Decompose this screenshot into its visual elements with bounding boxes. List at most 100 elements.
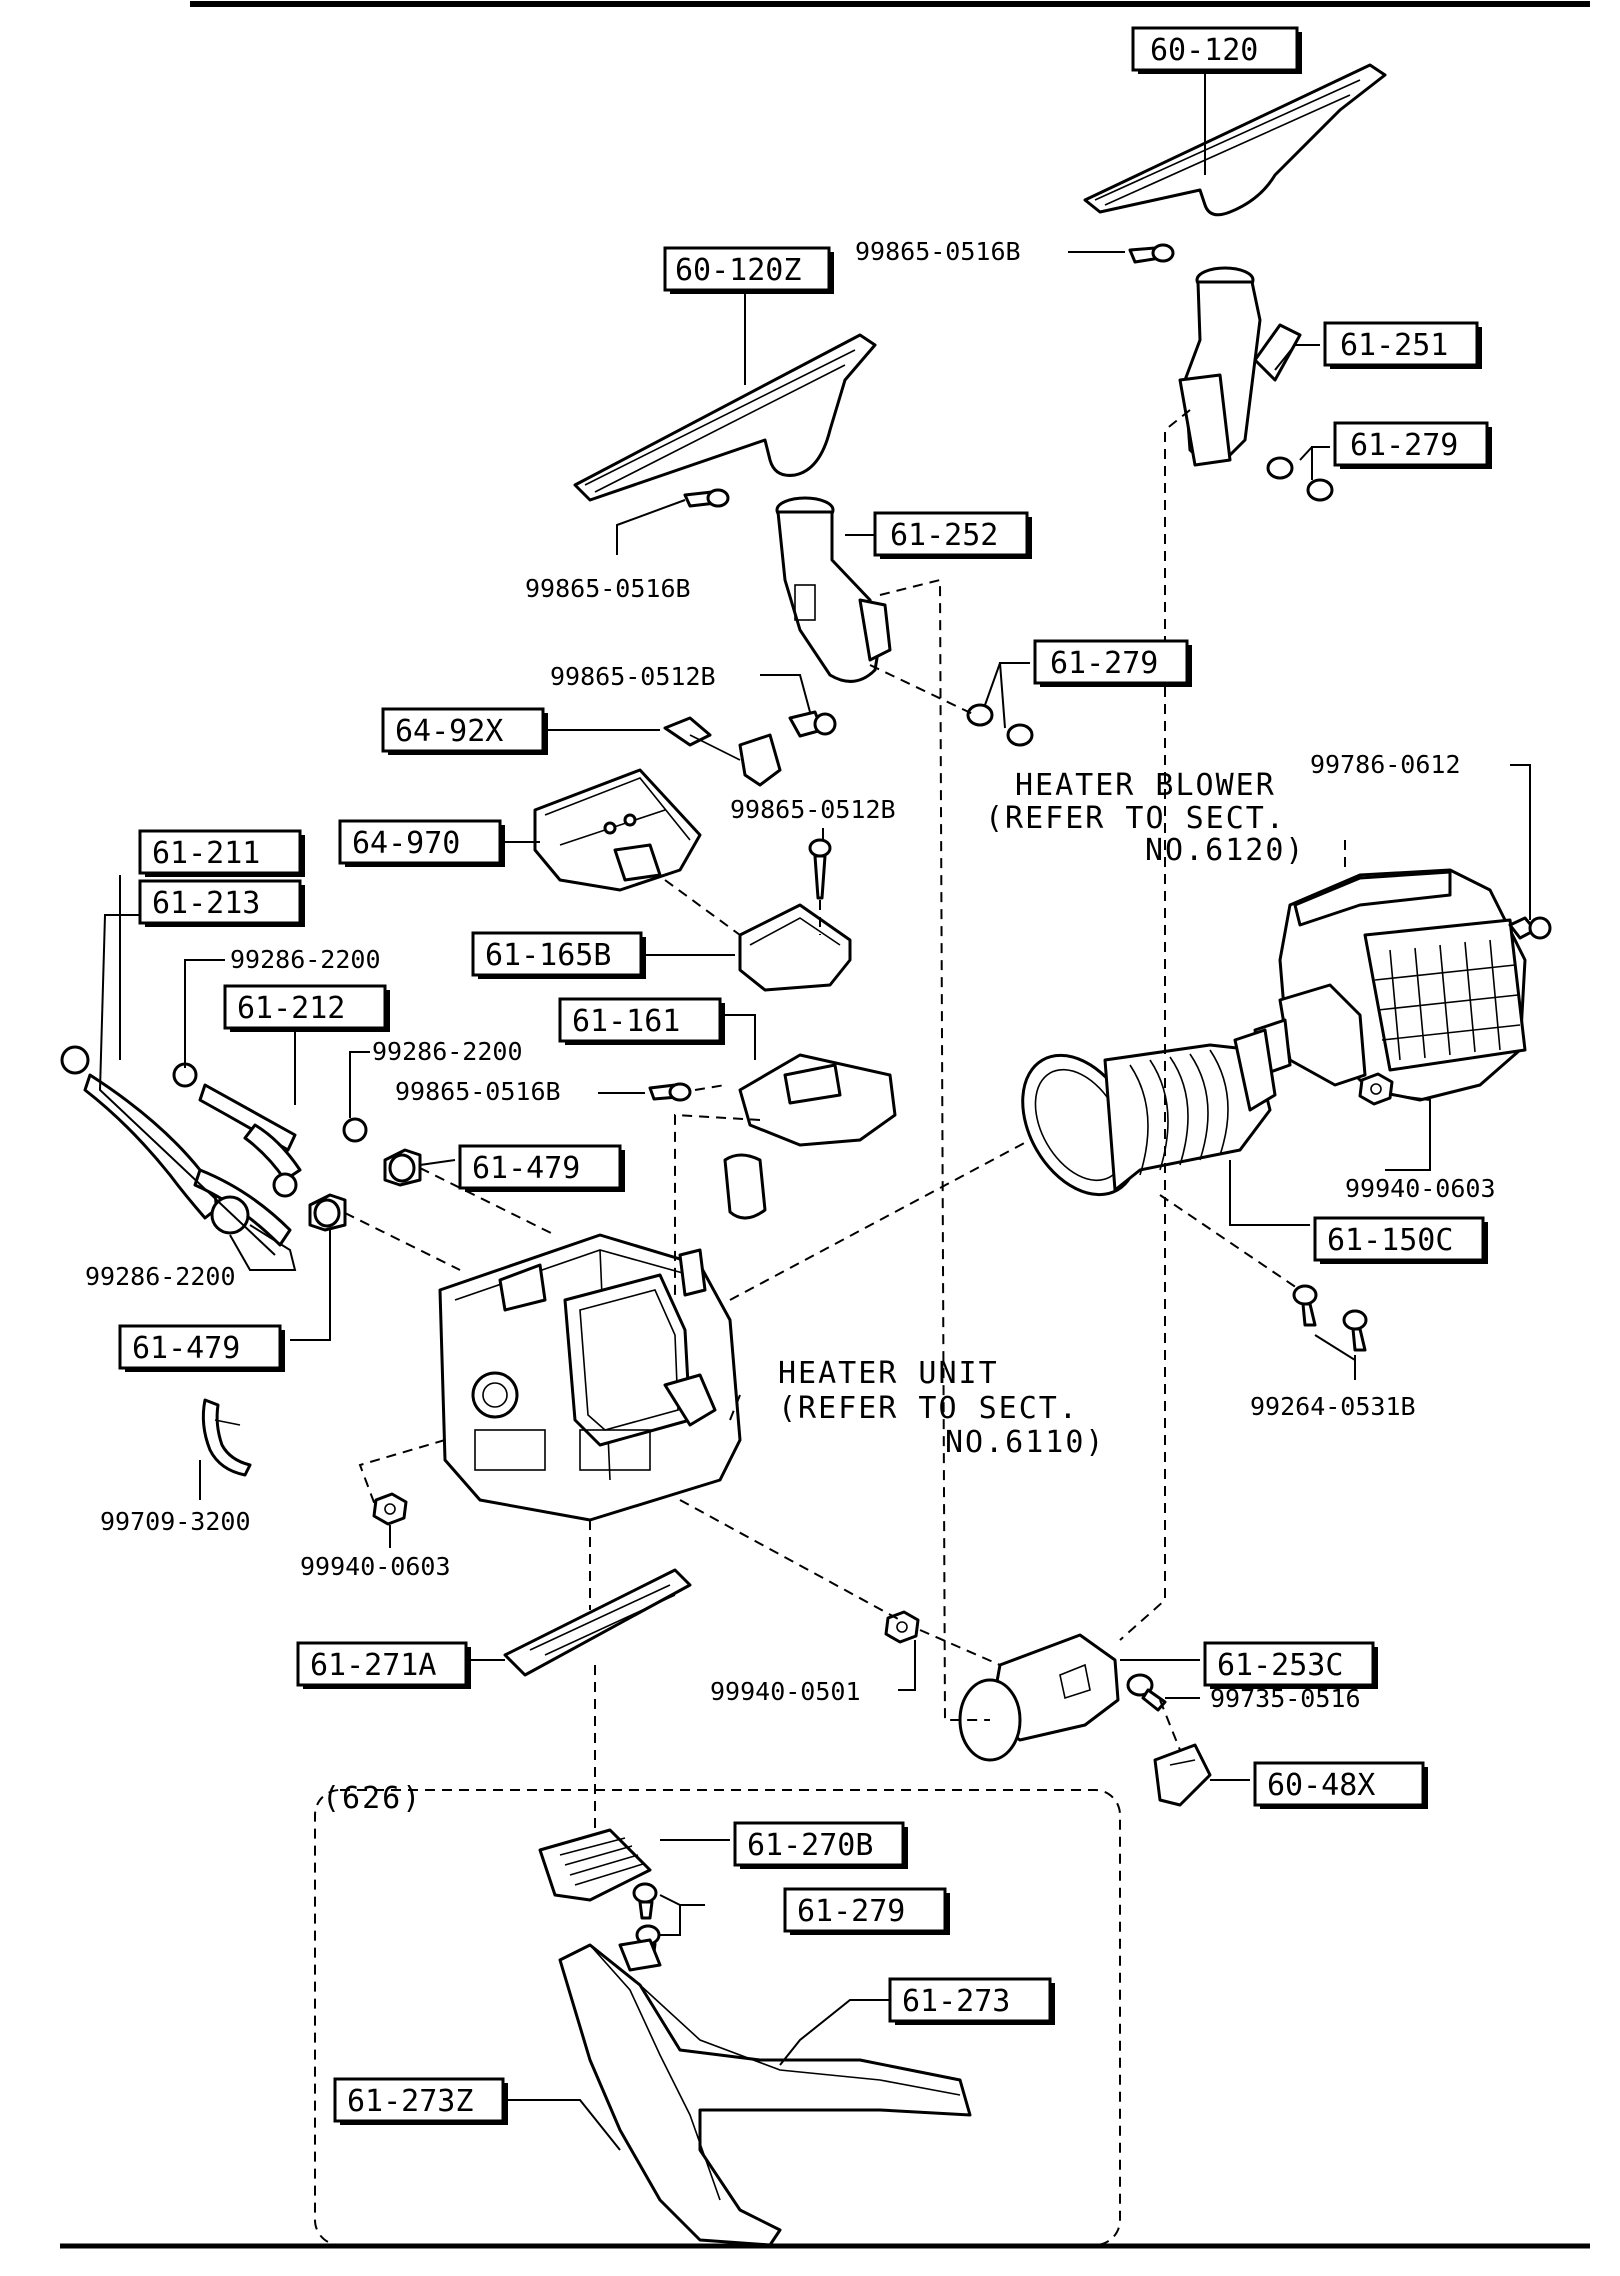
vent-panel-drawing (503, 1568, 692, 1677)
part-number-label: 61-270B (747, 1828, 873, 1863)
part-number-label: 61-279 (1050, 646, 1158, 681)
leader-lines (98, 70, 1531, 2151)
defroster-nozzle-left-drawing (573, 333, 877, 502)
part-box-61-161: 61-161 (558, 997, 725, 1045)
part-box-64-92x: 64-92X (381, 707, 548, 755)
blower-nut (1358, 1072, 1394, 1106)
part-box-61-253c: 61-253C (1203, 1641, 1378, 1689)
bellows-duct-drawing (1021, 1028, 1277, 1197)
screw-middle (648, 1082, 692, 1102)
part-box-61-479-upper: 61-479 (458, 1144, 625, 1192)
part-number-label: 61-211 (152, 836, 260, 871)
part-box-61-165b: 61-165B (471, 931, 646, 979)
clip-pair-upper (966, 456, 1334, 747)
part-box-61-479-lower: 61-479 (118, 1324, 285, 1372)
control-unit-drawing (533, 768, 702, 892)
rear-duct-drawing (958, 1633, 1120, 1762)
assembly-guide-lines (314, 409, 1346, 2246)
part-number-label: 60-48X (1267, 1768, 1375, 1803)
hardware-label: 99286-2200 (230, 945, 381, 974)
hardware-label: 99264-0531B (1250, 1392, 1416, 1421)
cover-drawing (738, 903, 852, 992)
part-number-label: 61-252 (890, 518, 998, 553)
nozzle-screw-left (683, 488, 730, 508)
part-box-61-273: 61-273 (888, 1977, 1055, 2025)
part-number-label: 60-120 (1150, 33, 1258, 68)
heater-blower-drawing (1253, 868, 1527, 1102)
sensor-drawing (663, 710, 837, 787)
part-box-61-213: 61-213 (138, 879, 305, 927)
screw-0516 (1126, 1673, 1167, 1712)
part-box-61-273z: 61-273Z (333, 2077, 508, 2125)
hardware-label: 99940-0603 (300, 1552, 451, 1581)
clamp-drawing (201, 1398, 252, 1477)
part-box-61-251: 61-251 (1323, 321, 1482, 369)
part-box-61-212: 61-212 (223, 984, 390, 1032)
part-number-label: 61-251 (1340, 328, 1448, 363)
unit-note-line-3: NO.6110) (945, 1425, 1106, 1460)
part-box-61-150c: 61-150C (1313, 1216, 1488, 1264)
part-number-label: 60-120Z (675, 253, 801, 288)
part-number-label: 61-479 (472, 1151, 580, 1186)
hardware-label: 99940-0501 (710, 1677, 861, 1706)
part-box-60-48x: 60-48X (1253, 1761, 1428, 1809)
part-box-61-279-variant: 61-279 (783, 1887, 950, 1935)
unit-note-line-2: (REFER TO SECT. (778, 1391, 1079, 1426)
part-number-label: 64-92X (395, 714, 503, 749)
hardware-label: 99286-2200 (372, 1037, 523, 1066)
nut-lower-left (372, 1492, 408, 1526)
hardware-label: 99735-0516 (1210, 1684, 1361, 1713)
nozzle-screw-right (1128, 243, 1175, 264)
rear-duct-pair-drawing (558, 1938, 972, 2247)
part-number-label: 64-970 (352, 826, 460, 861)
blower-note-line-1: HEATER BLOWER (1015, 768, 1276, 803)
unit-note-line-1: HEATER UNIT (778, 1356, 999, 1391)
defroster-nozzle-right-drawing (1083, 63, 1387, 217)
part-number-label: 61-212 (237, 991, 345, 1026)
duct-left-drawing (775, 496, 892, 683)
hardware-label: 99940-0603 (1345, 1174, 1496, 1203)
part-number-label: 61-273 (902, 1984, 1010, 2019)
heater-unit-drawing (438, 1233, 742, 1522)
part-box-60-120z: 60-120Z (663, 246, 834, 294)
part-number-label: 61-253C (1217, 1648, 1343, 1683)
hardware-label: 99865-0516B (855, 237, 1021, 266)
part-box-61-271a: 61-271A (296, 1641, 471, 1689)
variant-group-outline (314, 1789, 1121, 2246)
part-number-label: 61-165B (485, 938, 611, 973)
grommet-upper (383, 1148, 422, 1187)
part-box-61-279-top: 61-279 (1333, 421, 1492, 469)
variant-vent-drawing (538, 1828, 652, 1902)
hardware-label: 99865-0512B (550, 662, 716, 691)
part-number-label: 61-279 (797, 1894, 905, 1929)
nut-0501 (884, 1610, 920, 1644)
part-number-label: 61-150C (1327, 1223, 1453, 1258)
part-number-label: 61-279 (1350, 428, 1458, 463)
bracket-drawing (1153, 1743, 1212, 1807)
part-number-label: 61-271A (310, 1648, 436, 1683)
blower-screw (1508, 916, 1552, 940)
part-number-label: 61-213 (152, 886, 260, 921)
part-box-61-252: 61-252 (873, 511, 1032, 559)
part-box-61-211: 61-211 (138, 829, 305, 877)
screw-vertical (808, 838, 832, 900)
blower-note-line-3: NO.6120) (1145, 833, 1306, 868)
hardware-label: 99865-0516B (525, 574, 691, 603)
duct-right-drawing (1178, 266, 1302, 467)
hardware-label: 99865-0516B (395, 1077, 561, 1106)
part-number-label: 61-161 (572, 1004, 680, 1039)
part-box-60-120: 60-120 (1131, 26, 1302, 74)
part-box-61-279-mid: 61-279 (1033, 639, 1192, 687)
hardware-label: 99865-0512B (730, 795, 896, 824)
clip-pair-blower (1292, 1284, 1368, 1352)
part-box-61-270b: 61-270B (733, 1821, 908, 1869)
hardware-label: 99286-2200 (85, 1262, 236, 1291)
part-number-label: 61-273Z (347, 2084, 473, 2119)
hardware-label: 99709-3200 (100, 1507, 251, 1536)
part-number-label: 61-479 (132, 1331, 240, 1366)
variant-note: (626) (322, 1781, 422, 1816)
hardware-label: 99786-0612 (1310, 750, 1461, 779)
blower-note-line-2: (REFER TO SECT. (985, 801, 1286, 836)
